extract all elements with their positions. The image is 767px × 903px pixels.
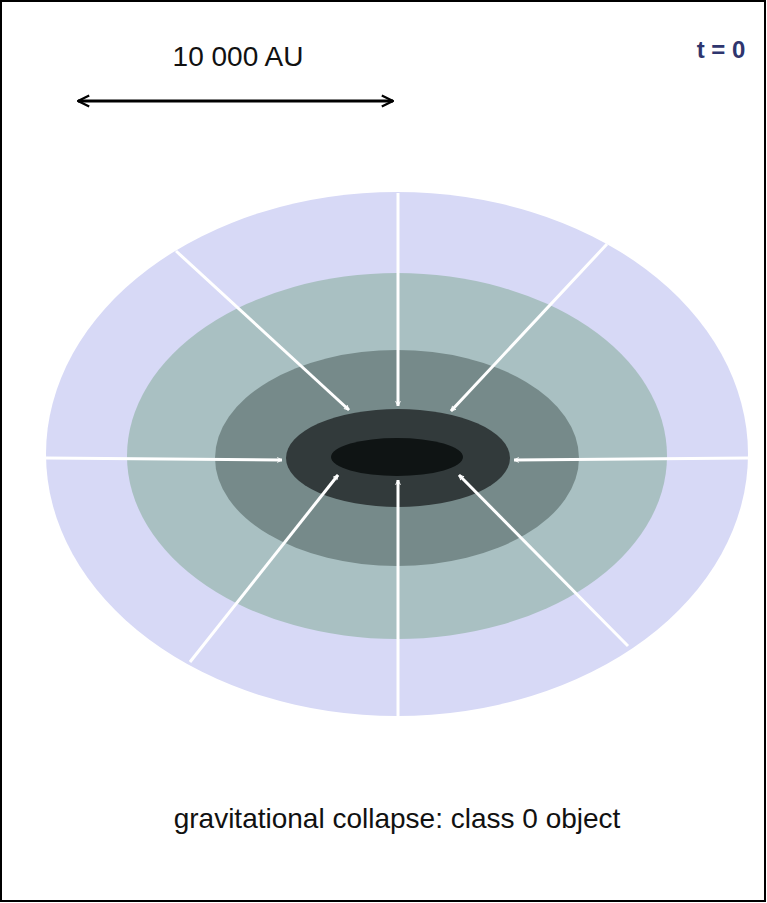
infall-arrows xyxy=(46,193,749,716)
envelope-shells xyxy=(46,192,748,716)
time-label: t = 0 xyxy=(697,37,746,63)
scale-bar xyxy=(78,100,393,103)
scale-label: 10 000 AU xyxy=(173,42,304,73)
caption: gravitational collapse: class 0 object xyxy=(174,804,621,835)
